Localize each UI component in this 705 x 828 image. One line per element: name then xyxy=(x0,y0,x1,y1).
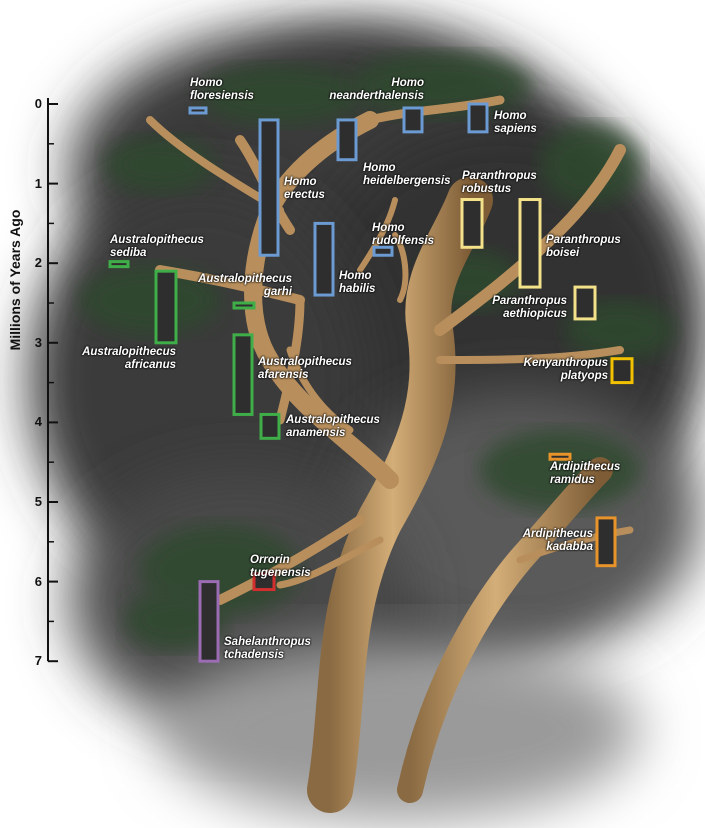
axis-tick-label: 0 xyxy=(34,96,42,111)
species-epithet: tchadensis xyxy=(224,649,285,661)
species-genus: Australopithecus xyxy=(198,273,292,285)
paranthropus-robustus-range-bar xyxy=(460,198,484,249)
homo-heidelbergensis-range-bar xyxy=(336,118,358,162)
sahelanthropus-tchadensis-range-bar xyxy=(198,580,220,663)
paranthropus-aethiopicus-range-bar xyxy=(573,285,597,321)
species-genus: Homo xyxy=(284,176,317,188)
species-genus: Australopithecus xyxy=(286,414,380,426)
species-epithet: anamensis xyxy=(286,427,346,439)
species-genus: Orrorin xyxy=(250,554,290,566)
species-epithet: rudolfensis xyxy=(372,235,434,247)
axis-tick-label: 7 xyxy=(34,653,42,669)
axis-tick-label: 2 xyxy=(34,255,42,271)
species-epithet: sapiens xyxy=(494,123,537,135)
species-epithet: boisei xyxy=(546,247,580,259)
axis-tick-label: 6 xyxy=(34,573,42,589)
time-axis xyxy=(47,98,58,663)
homo-erectus-range-bar xyxy=(258,118,280,257)
species-genus: Australopithecus xyxy=(110,234,204,246)
species-epithet: sediba xyxy=(110,247,147,259)
homo-floresiensis-range-bar xyxy=(188,106,208,115)
species-epithet: afarensis xyxy=(258,369,309,381)
species-genus: Homo xyxy=(363,162,396,174)
species-epithet: erectus xyxy=(284,189,325,201)
species-genus: Homo xyxy=(372,222,405,234)
species-epithet: kadabba xyxy=(546,541,593,553)
species-genus: Australopithecus xyxy=(258,356,352,368)
species-epithet: ramidus xyxy=(550,474,595,486)
australopithecus-afarensis-range-bar xyxy=(232,333,254,416)
australopithecus-garhi-range-bar xyxy=(232,301,256,310)
axis-tick-label: 5 xyxy=(34,494,42,509)
trunk-and-branches xyxy=(146,95,634,813)
homo-rudolfensis-range-bar xyxy=(372,245,394,257)
species-epithet: floresiensis xyxy=(190,90,254,102)
species-epithet: tugenensis xyxy=(250,567,311,579)
species-genus: Sahelanthropus xyxy=(224,636,311,648)
species-epithet: robustus xyxy=(462,183,512,195)
axis-tick-label: 3 xyxy=(34,334,42,350)
species-genus: Homo xyxy=(494,110,527,122)
species-range-bars xyxy=(108,102,634,663)
species-epithet: aethiopicus xyxy=(503,308,567,320)
homo-habilis-range-bar xyxy=(313,221,335,297)
species-genus: Paranthropus xyxy=(546,234,621,246)
species-genus: Australopithecus xyxy=(82,346,176,358)
species-genus: Paranthropus xyxy=(462,170,537,182)
species-epithet: heidelbergensis xyxy=(363,175,451,187)
species-epithet: platyops xyxy=(560,370,608,382)
species-genus: Kenyanthropus xyxy=(523,357,608,369)
homo-sapiens-range-bar xyxy=(467,102,489,134)
species-genus: Homo xyxy=(391,77,424,89)
australopithecus-africanus-range-bar xyxy=(154,269,178,345)
kenyanthropus-platyops-range-bar xyxy=(610,357,634,385)
homo-neanderthalensis-range-bar xyxy=(402,106,424,134)
species-epithet: garhi xyxy=(263,286,292,298)
axis-tick-label: 4 xyxy=(34,414,42,430)
paranthropus-boisei-range-bar xyxy=(518,198,542,289)
species-genus: Ardipithecus xyxy=(522,528,593,540)
australopithecus-sediba-range-bar xyxy=(108,260,130,269)
species-genus: Paranthropus xyxy=(492,295,567,307)
species-genus: Ardipithecus xyxy=(550,461,621,473)
ardipithecus-ramidus-range-bar xyxy=(548,452,572,461)
species-epithet: africanus xyxy=(124,359,176,371)
orrorin-tugenensis-range-bar xyxy=(252,572,276,592)
australopithecus-anamensis-range-bar xyxy=(259,412,281,440)
species-genus: Homo xyxy=(339,270,372,282)
ardipithecus-kadabba-range-bar xyxy=(595,516,617,568)
species-genus: Homo xyxy=(190,77,223,89)
axis-tick-label: 1 xyxy=(34,175,42,191)
species-epithet: neanderthalensis xyxy=(329,90,424,102)
species-epithet: habilis xyxy=(339,283,376,295)
